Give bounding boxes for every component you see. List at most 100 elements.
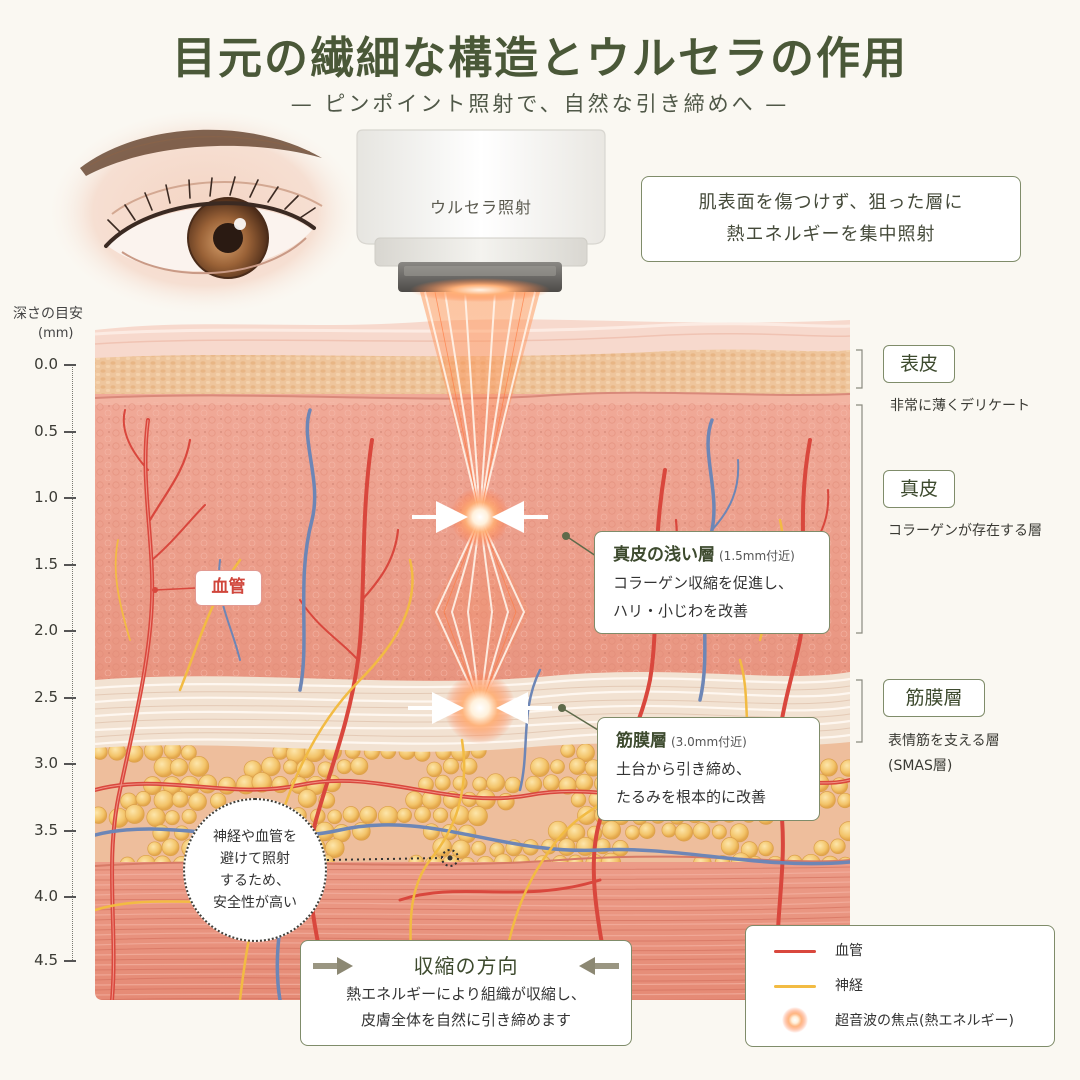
fat-globule — [359, 806, 378, 824]
fat-globule — [434, 774, 451, 791]
top-callout: 肌表面を傷つけず、狙った層に 熱エネルギーを集中照射 — [641, 176, 1021, 262]
fat-globule — [414, 806, 431, 823]
fat-globule — [164, 810, 180, 826]
depth-axis-line — [72, 364, 73, 960]
depth-axis-unit: (mm) — [38, 326, 74, 341]
fat-globule — [729, 823, 749, 843]
safety-note-line: 安全性が高い — [213, 895, 297, 911]
depth-tick-mark — [64, 763, 76, 765]
vessel-label: 血管 — [195, 570, 262, 606]
fat-globule — [152, 824, 170, 842]
contraction-line1: 熱エネルギーにより組織が収縮し、 — [346, 985, 586, 1003]
focal-points — [408, 487, 552, 744]
fat-globule — [297, 789, 317, 808]
safety-note-line: するため、 — [220, 873, 290, 889]
legend-label-focal: 超音波の焦点(熱エネルギー) — [835, 1013, 1014, 1029]
fat-globule — [566, 823, 586, 843]
depth-tick-label: 0.0 — [34, 355, 58, 373]
muscle-fiber — [95, 931, 850, 937]
fat-globule — [283, 759, 299, 775]
muscle-fiber — [95, 916, 850, 922]
legend-label-nerve: 神経 — [835, 978, 863, 994]
safety-note-line: 避けて照射 — [220, 851, 290, 867]
fat-globule — [674, 823, 694, 842]
device-neck — [374, 237, 588, 267]
depth-tick-label: 1.0 — [34, 488, 58, 506]
focus-arrows — [408, 501, 552, 724]
yellow-line-icon — [774, 985, 816, 988]
focal-point-fascia — [444, 672, 516, 744]
fat-globule — [95, 806, 108, 824]
beam-cone — [420, 292, 540, 517]
fat-globule — [625, 825, 640, 840]
fat-globule — [146, 807, 166, 828]
fat-globule — [396, 807, 412, 823]
legend: 血管 神経 超音波の焦点(熱エネルギー) — [745, 925, 1055, 1047]
fat-globule — [638, 822, 656, 839]
fat-globule — [550, 759, 565, 775]
fat-globule — [218, 776, 237, 795]
fat-globule — [525, 775, 543, 793]
depth-tick-mark — [64, 431, 76, 433]
dermis-bracket — [856, 404, 863, 634]
page-subtitle: — ピンポイント照射で、自然な引き締めへ — — [290, 92, 790, 116]
fat-globule — [171, 791, 189, 808]
arrow-left-icon — [579, 957, 619, 975]
callout-title: 筋膜層(3.0mm付近) — [616, 728, 819, 755]
top-callout-line2: 熱エネルギーを集中照射 — [726, 224, 936, 245]
fat-globule — [147, 841, 163, 857]
depth-tick-mark — [64, 564, 76, 566]
fat-globule — [198, 774, 218, 794]
fat-globule — [350, 757, 369, 776]
muscle-fiber — [95, 921, 850, 926]
epidermis-desc: 非常に薄くデリケート — [890, 398, 1030, 414]
eyelid-crease — [111, 181, 323, 215]
depth-tick-label: 3.0 — [34, 754, 58, 772]
fascia-fiber — [95, 704, 850, 718]
callout-line1: 土台から引き締め、 — [616, 760, 752, 778]
fat-globule — [325, 838, 345, 858]
fascia-bracket — [856, 679, 863, 743]
dermis-label: 真皮 — [883, 470, 955, 508]
fat-globule — [377, 805, 399, 827]
fat-globule — [471, 840, 487, 856]
fat-globule — [486, 773, 505, 793]
connectors — [152, 532, 599, 867]
fat-globule — [830, 838, 846, 855]
fat-globule — [188, 756, 210, 777]
depth-tick-mark — [64, 697, 76, 699]
contraction-box: 収縮の方向 熱エネルギーにより組織が収縮し、 皮膚全体を自然に引き締めます — [300, 940, 632, 1046]
eyebrow — [80, 129, 322, 176]
fat-globule — [342, 806, 360, 823]
fat-globule — [575, 836, 595, 856]
fascia-label: 筋膜層 — [883, 679, 985, 717]
fat-globule — [442, 758, 460, 775]
fascia-desc: 表情筋を支える層 — [888, 733, 1000, 749]
fat-globule — [839, 759, 850, 777]
fat-globule — [181, 808, 197, 825]
fat-globule — [692, 822, 711, 840]
callout-title: 真皮の浅い層 (1.5mm付近) — [613, 542, 829, 569]
fascia-desc-smas: (SMAS層) — [888, 758, 953, 774]
top-callout-line1: 肌表面を傷つけず、狙った層に — [698, 192, 964, 213]
dermis-desc: コラーゲンが存在する層 — [888, 523, 1042, 539]
vein — [298, 408, 317, 692]
epidermis-label: 表皮 — [883, 345, 955, 383]
device-body — [356, 129, 606, 245]
fat-globule — [601, 820, 622, 840]
fat-globule — [472, 776, 488, 792]
muscle-fiber — [95, 911, 850, 916]
depth-tick-label: 1.5 — [34, 555, 58, 573]
callout-title-text: 真皮の浅い層 — [613, 545, 715, 565]
focal-point-dermis — [450, 487, 510, 547]
tip-glow — [410, 278, 550, 302]
fat-globule — [570, 792, 587, 808]
fat-globule — [711, 824, 727, 840]
safety-note-circle: 神経や血管を 避けて照射 するため、 安全性が高い — [183, 798, 327, 942]
fascia-fiber — [95, 685, 850, 696]
safety-target-ring — [441, 849, 459, 867]
fat-globule — [837, 792, 850, 809]
fat-globule — [426, 761, 443, 778]
depth-tick-mark — [64, 630, 76, 632]
callout-depth: (1.5mm付近) — [719, 549, 795, 563]
